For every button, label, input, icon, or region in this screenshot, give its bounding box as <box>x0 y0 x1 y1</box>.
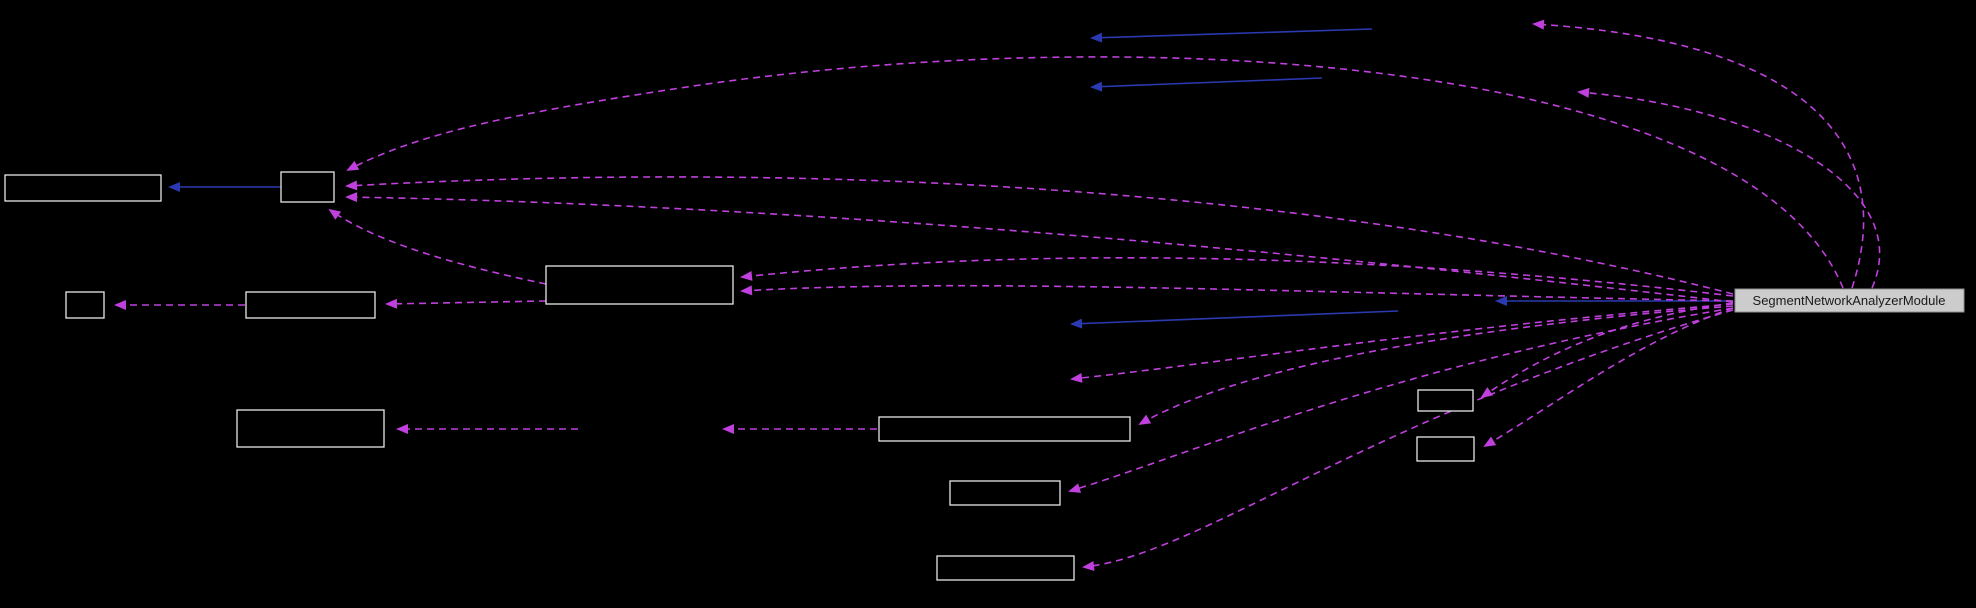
edge-dashed-2 <box>345 176 1734 295</box>
edge-solid-2 <box>1090 28 1373 43</box>
edge-dashed-18 <box>1577 87 1881 289</box>
node-small-upper[interactable] <box>280 171 335 203</box>
edge-dashed-4 <box>328 208 547 285</box>
edge-dashed-17 <box>1532 19 1865 289</box>
edge-solid-3 <box>1090 77 1323 92</box>
node-tiny-left[interactable] <box>65 291 105 319</box>
edge-dashed-11 <box>1138 305 1734 425</box>
edge-dashed-12 <box>1070 303 1734 383</box>
edges-layer <box>114 19 1881 571</box>
edge-dashed-6 <box>740 284 1734 302</box>
edge-dashed-16 <box>1483 307 1734 448</box>
module-label: SegmentNetworkAnalyzerModule <box>1753 293 1946 308</box>
edge-solid-5 <box>1070 310 1399 329</box>
node-wide-center[interactable] <box>878 416 1131 442</box>
nodes-layer <box>4 171 1475 581</box>
node-segment-network-analyzer-module[interactable]: SegmentNetworkAnalyzerModule <box>1734 288 1965 313</box>
edge-dashed-1 <box>346 56 1844 289</box>
edge-dashed-15 <box>1480 302 1734 399</box>
module-node-box[interactable] <box>1734 288 1965 313</box>
edge-dashed-13 <box>1068 307 1734 493</box>
node-center-small-1[interactable] <box>949 480 1061 506</box>
node-right-small-1[interactable] <box>1417 389 1474 412</box>
node-center-small-2[interactable] <box>936 555 1075 581</box>
node-center-left[interactable] <box>545 265 734 305</box>
node-top-left[interactable] <box>4 174 162 202</box>
node-lower-left[interactable] <box>236 409 385 448</box>
node-right-small-2[interactable] <box>1416 436 1475 462</box>
edge-dashed-3 <box>345 192 1734 303</box>
node-mid-left[interactable] <box>245 291 376 319</box>
edge-dashed-14 <box>1082 309 1734 571</box>
edge-dashed-8 <box>385 298 547 309</box>
edge-dashed-5 <box>740 257 1734 297</box>
